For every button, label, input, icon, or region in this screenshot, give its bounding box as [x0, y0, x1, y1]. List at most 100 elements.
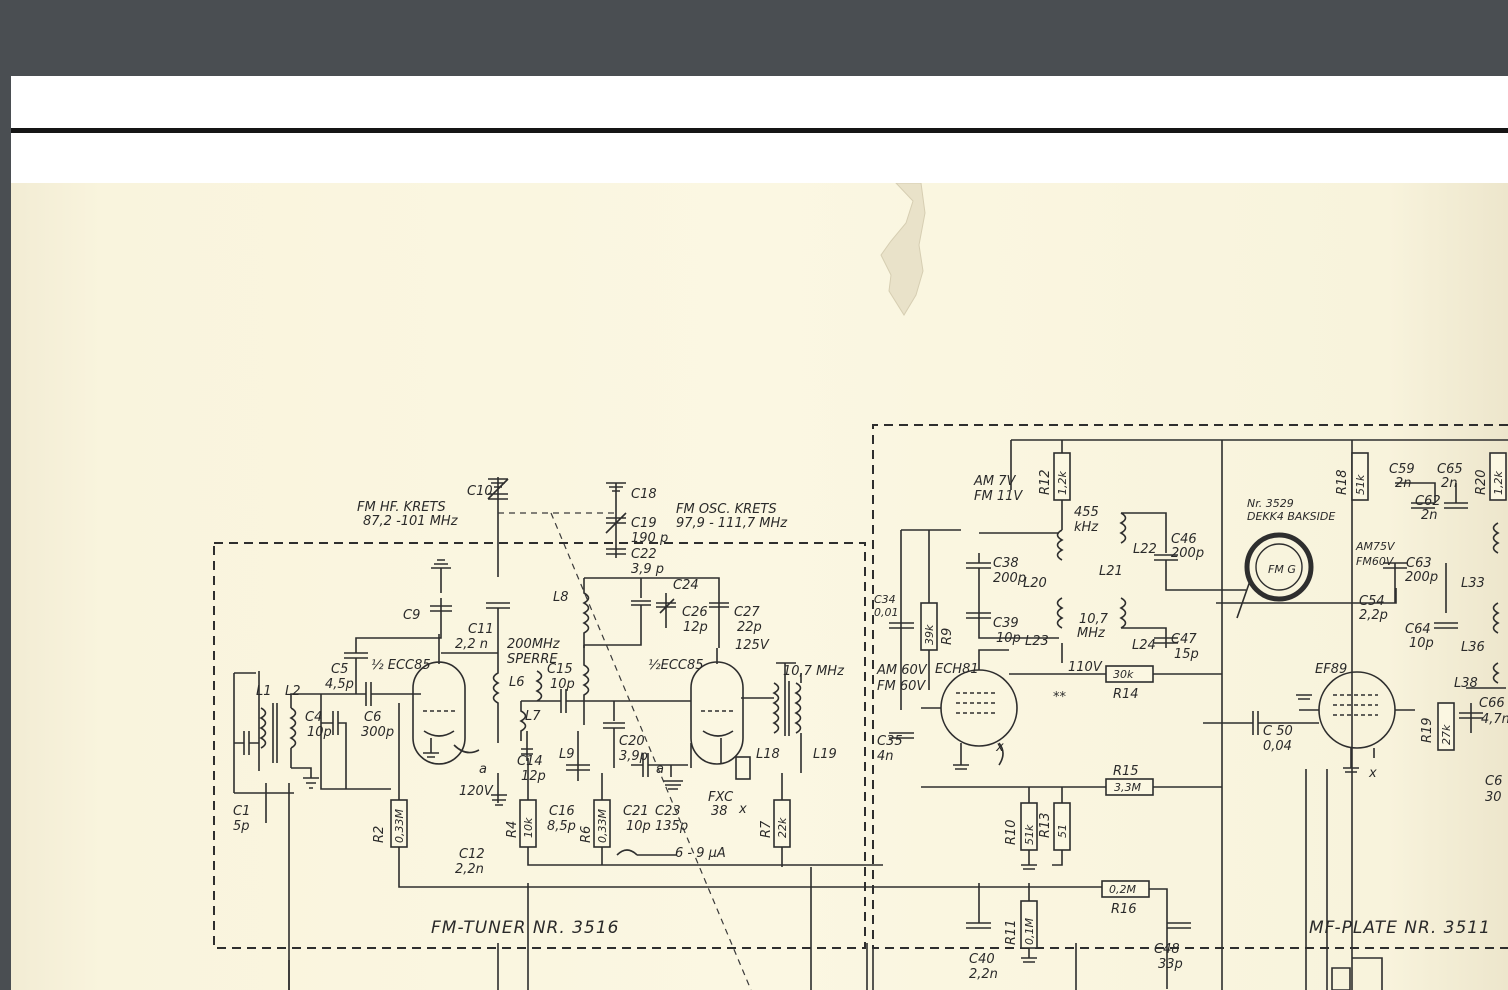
page-divider — [11, 128, 1508, 133]
label-r13-value: 51 — [1056, 824, 1069, 838]
label-c23-value: 135p — [655, 819, 688, 834]
label-c34-value: 0,01 — [874, 606, 899, 619]
c9-ground — [431, 559, 451, 593]
label-l22: L22 — [1133, 542, 1157, 557]
label-c40: C40 — [969, 952, 995, 967]
label-r4: R4 — [505, 821, 520, 838]
label-a-2: a — [656, 762, 664, 777]
label-c14: C14 — [517, 754, 543, 769]
label-c23: C23 — [655, 804, 681, 819]
meter-loop — [616, 849, 677, 856]
label-l23: L23 — [1025, 634, 1049, 649]
label-am75v: AM75V — [1355, 540, 1396, 553]
label-r15: R15 — [1113, 764, 1139, 779]
label-fmg: FM G — [1268, 563, 1296, 576]
label-fm11v: FM 11V — [974, 489, 1023, 504]
label-c16-value: 8,5p — [547, 819, 576, 834]
ground-1 — [303, 777, 319, 789]
label-fm60v-2: FM60V — [1356, 555, 1395, 568]
label-r12: R12 — [1038, 469, 1053, 495]
label-l38: L38 — [1454, 676, 1478, 691]
label-x-1: x — [738, 802, 747, 817]
label-c24: C24 — [673, 578, 699, 593]
label-mark: ** — [1053, 690, 1067, 705]
tube1-out — [453, 744, 480, 754]
viewer-toolbar — [0, 0, 1508, 76]
label-c47-value: 15p — [1174, 647, 1199, 662]
label-a-1: a — [479, 762, 487, 777]
label-fm-osc-krets-1: FM OSC. KRETS — [676, 502, 777, 517]
label-c15-value: 10p — [550, 677, 575, 692]
label-l8: L8 — [553, 590, 569, 605]
c12-net — [491, 773, 507, 806]
ef89-tube — [1296, 671, 1415, 773]
l1-core — [272, 703, 278, 763]
label-c6: C6 — [364, 710, 381, 725]
c10-c11-net — [441, 477, 510, 654]
label-c48-value: 33p — [1158, 957, 1183, 972]
label-fm-hf-krets-1: FM HF. KRETS — [357, 500, 446, 515]
label-fm-hf-krets-2: 87,2 -101 MHz — [363, 514, 459, 529]
bottom-component — [1331, 957, 1383, 990]
c5-cap — [344, 598, 442, 694]
label-c50: C 50 — [1263, 724, 1293, 739]
label-sperre-2: SPERRE — [507, 652, 558, 667]
label-c4-value: 10p — [307, 725, 332, 740]
l9-c16 — [566, 645, 590, 781]
label-c38: C38 — [993, 556, 1019, 571]
label-c19: C19 — [631, 516, 657, 531]
label-c15: C15 — [547, 662, 573, 677]
label-c1: C1 — [233, 804, 250, 819]
dial-gear — [1244, 532, 1314, 602]
label-r14: R14 — [1113, 687, 1139, 702]
label-c10: C10 — [467, 484, 493, 499]
label-c64-value: 10p — [1409, 636, 1434, 651]
dial-wiring — [1216, 577, 1397, 619]
label-c48: C48 — [1154, 942, 1180, 957]
schematic-sheet: C10 FM HF. KRETS 87,2 -101 MHz C18 FM OS… — [11, 183, 1508, 990]
label-r18-value: 51k — [1354, 474, 1367, 495]
label-r18: R18 — [1335, 469, 1350, 495]
label-r10: R10 — [1004, 819, 1019, 845]
l1-wiring — [233, 671, 294, 990]
label-c40-value: 2,2n — [969, 967, 998, 982]
fxc-block — [735, 756, 751, 780]
l6-l7-filter — [519, 670, 561, 761]
label-c59: C59 — [1389, 462, 1415, 477]
label-r6: R6 — [579, 826, 594, 843]
label-c26: C26 — [682, 605, 708, 620]
label-ech81: ECH81 — [935, 662, 979, 677]
c50-cap — [1203, 711, 1319, 735]
label-ua: 6 - 9 µA — [675, 846, 726, 861]
exit-wires — [288, 867, 1077, 990]
label-c65-value: 2n — [1441, 476, 1458, 491]
label-10-7mhz: 10,7 MHz — [783, 664, 845, 679]
circuit-schematic: C10 FM HF. KRETS 87,2 -101 MHz C18 FM OS… — [213, 183, 1508, 990]
label-fm60v: FM 60V — [877, 679, 926, 694]
label-dekk4: DEKK4 BAKSIDE — [1247, 510, 1335, 523]
label-c54: C54 — [1359, 594, 1385, 609]
if-coils-left — [1056, 440, 1064, 663]
label-fxc-value: 38 — [711, 804, 728, 819]
c10-trimmer — [487, 478, 509, 500]
label-sperre-1: 200MHz — [507, 637, 561, 652]
label-c6-value: 300p — [361, 725, 394, 740]
label-c1-value: 5p — [233, 819, 250, 834]
label-r6-value: 0,33M — [596, 809, 609, 843]
label-r9: R9 — [940, 628, 955, 645]
mf-right-coils — [1492, 522, 1500, 684]
label-c65: C65 — [1437, 462, 1463, 477]
label-l24: L24 — [1132, 638, 1156, 653]
label-mhz: MHz — [1077, 626, 1106, 641]
l18-l19-transformer — [772, 662, 802, 773]
label-x-3: x — [1368, 766, 1377, 781]
r19-resistor — [1437, 702, 1455, 751]
r18-resistor — [1351, 452, 1369, 501]
ecc85-tube-2 — [690, 648, 774, 765]
label-c62-value: 2n — [1421, 508, 1438, 523]
label-c16: C16 — [549, 804, 575, 819]
c9-cap — [430, 605, 452, 612]
label-c27: C27 — [734, 605, 760, 620]
label-c11-value: 2,2 n — [455, 637, 488, 652]
label-r20-value: 1,2k — [1492, 471, 1505, 495]
